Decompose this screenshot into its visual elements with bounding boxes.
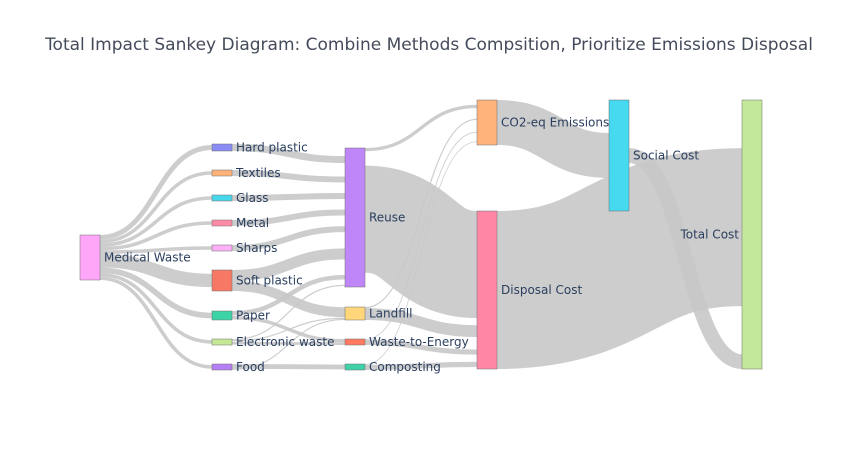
labels-layer: Medical Waste Hard plasticTextilesGlassMe… [104, 116, 739, 375]
node-ew[interactable] [211, 338, 233, 346]
link-re-to-dc[interactable] [361, 165, 481, 319]
node-label-dc: Disposal Cost [501, 283, 583, 297]
link-mw-to-hp[interactable] [99, 145, 213, 240]
node-label-em: CO2-eq Emissions [501, 116, 609, 130]
node-label-tc: Total Cost [679, 228, 739, 242]
node-gl[interactable] [211, 194, 233, 202]
node-sc[interactable] [608, 99, 630, 212]
link-hp-to-re[interactable] [231, 144, 346, 164]
link-ew-to-lf[interactable] [231, 317, 346, 342]
node-label-ew: Electronic waste [236, 335, 334, 349]
node-label-re: Reuse [369, 211, 405, 225]
link-ew-to-we[interactable] [231, 341, 346, 345]
link-mw-to-pa[interactable] [99, 267, 213, 319]
link-we-to-em[interactable] [364, 131, 478, 340]
node-label-co: Composting [369, 360, 441, 374]
node-re[interactable] [344, 147, 366, 288]
node-label-sp: Soft plastic [236, 274, 303, 288]
node-label-sh: Sharps [236, 241, 277, 255]
link-sp-to-lf[interactable] [231, 281, 346, 318]
node-label-gl: Glass [236, 191, 269, 205]
link-we-to-dc[interactable] [364, 339, 478, 355]
link-co-to-em[interactable] [364, 141, 478, 365]
node-label-pa: Paper [236, 309, 270, 323]
node-mw[interactable] [79, 234, 101, 281]
node-em[interactable] [476, 99, 498, 146]
node-lf[interactable] [344, 306, 366, 321]
link-lf-to-dc[interactable] [364, 308, 478, 338]
chart-title: Total Impact Sankey Diagram: Combine Met… [44, 35, 813, 55]
node-hp[interactable] [211, 143, 233, 152]
link-sh-to-re[interactable] [231, 226, 346, 251]
link-mw-to-mt[interactable] [99, 221, 213, 251]
link-dc-to-tc[interactable] [495, 148, 744, 369]
link-re-to-em[interactable] [364, 104, 478, 152]
link-co-to-dc[interactable] [364, 361, 478, 370]
node-label-we: Waste-to-Energy [369, 335, 469, 349]
node-pa[interactable] [211, 310, 233, 321]
link-pa-to-re[interactable] [231, 274, 346, 316]
link-sc-to-tc[interactable] [627, 148, 744, 369]
link-ew-to-re[interactable] [231, 284, 346, 341]
node-co[interactable] [344, 363, 366, 371]
node-label-fd: Food [236, 360, 265, 374]
node-label-mw: Medical Waste [104, 251, 191, 265]
link-mw-to-fd[interactable] [99, 276, 213, 369]
link-mw-to-tx[interactable] [99, 171, 213, 244]
node-label-hp: Hard plastic [236, 141, 308, 155]
link-mw-to-ew[interactable] [99, 272, 213, 344]
node-label-sc: Social Cost [633, 149, 699, 163]
link-mw-to-sp[interactable] [99, 253, 213, 288]
nodes-layer [79, 99, 763, 371]
link-mw-to-sh[interactable] [99, 246, 213, 254]
node-we[interactable] [344, 338, 366, 346]
links-layer [99, 100, 744, 370]
node-fd[interactable] [211, 363, 233, 371]
node-label-lf: Landfill [369, 307, 413, 321]
node-dc[interactable] [476, 210, 498, 370]
node-sh[interactable] [211, 244, 233, 252]
link-sp-to-re[interactable] [231, 248, 346, 282]
link-fd-to-co[interactable] [231, 364, 346, 370]
link-em-to-sc[interactable] [496, 100, 610, 178]
link-mt-to-re[interactable] [231, 209, 346, 226]
node-label-tx: Textiles [235, 166, 281, 180]
node-label-mt: Metal [236, 216, 269, 230]
link-gl-to-re[interactable] [231, 192, 346, 201]
node-mt[interactable] [211, 219, 233, 227]
link-fd-to-lf[interactable] [231, 318, 346, 370]
node-tc[interactable] [741, 99, 763, 370]
link-lf-to-em[interactable] [364, 118, 478, 309]
link-tx-to-re[interactable] [231, 170, 346, 183]
node-tx[interactable] [211, 169, 233, 177]
node-sp[interactable] [211, 269, 233, 292]
link-mw-to-gl[interactable] [99, 196, 213, 247]
